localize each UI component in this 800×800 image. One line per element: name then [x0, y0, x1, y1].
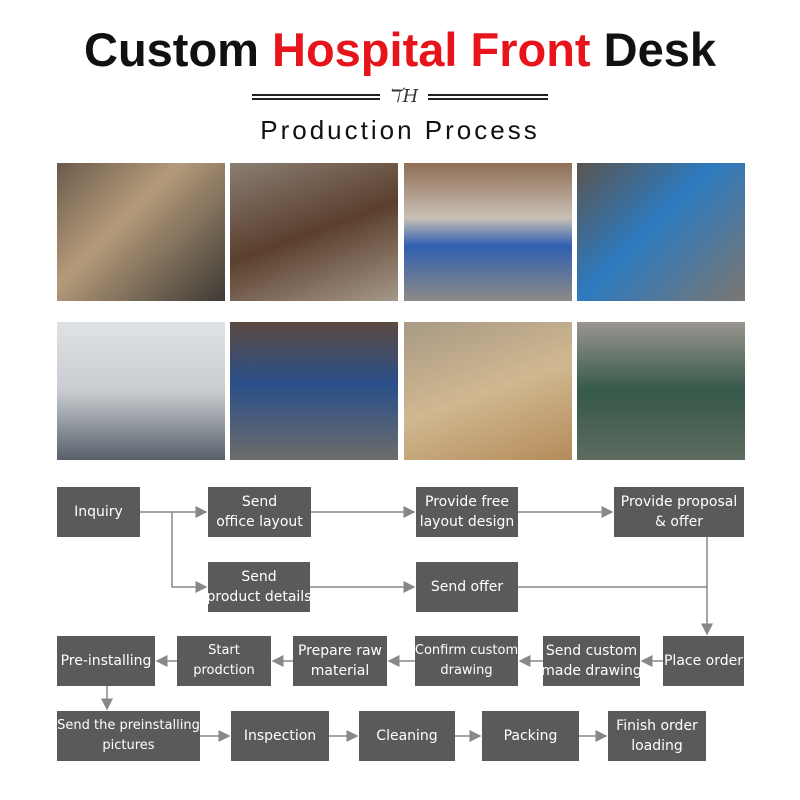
- title-part: Desk: [590, 23, 716, 76]
- step-finish-order-loading: Finish order loading: [608, 711, 706, 761]
- step-pre-installing: Pre-installing: [57, 636, 155, 686]
- factory-photo-3: [404, 163, 572, 301]
- page-title: Custom Hospital Front Desk: [0, 22, 800, 77]
- step-packing: Packing: [482, 711, 579, 761]
- step-cleaning: Cleaning: [359, 711, 455, 761]
- step-send-product-details: Send product details: [207, 562, 311, 612]
- factory-photo-6: [230, 322, 398, 460]
- factory-photo-4: [577, 163, 745, 301]
- factory-photo-1: [57, 163, 225, 301]
- step-prepare-raw-material: Prepare raw material: [293, 636, 387, 686]
- factory-photo-2: [230, 163, 398, 301]
- step-send-preinstalling-pictures: Send the preinstalling pictures: [57, 711, 200, 761]
- step-send-office-layout: Send office layout: [208, 487, 311, 537]
- step-send-offer: Send offer: [416, 562, 518, 612]
- brand-logo: ℸΉ: [388, 86, 419, 107]
- step-inquiry: Inquiry: [57, 487, 140, 537]
- step-place-order: Place order: [663, 636, 744, 686]
- step-provide-proposal: Provide proposal & offer: [614, 487, 744, 537]
- factory-photo-5: [57, 322, 225, 460]
- step-inspection: Inspection: [231, 711, 329, 761]
- step-confirm-custom-drawing: Confirm custom drawing: [415, 636, 518, 686]
- subtitle: Production Process: [260, 115, 540, 145]
- divider-left: [252, 94, 380, 100]
- step-send-custom-drawing: Send custom made drawing: [541, 636, 642, 686]
- divider-right: [428, 94, 548, 100]
- title-highlight: Hospital Front: [272, 23, 591, 76]
- factory-photo-7: [404, 322, 572, 460]
- factory-photo-8: [577, 322, 745, 460]
- step-start-production: Start prodction: [177, 636, 271, 686]
- step-provide-free-layout: Provide free layout design: [416, 487, 518, 537]
- title-part: Custom: [84, 23, 273, 76]
